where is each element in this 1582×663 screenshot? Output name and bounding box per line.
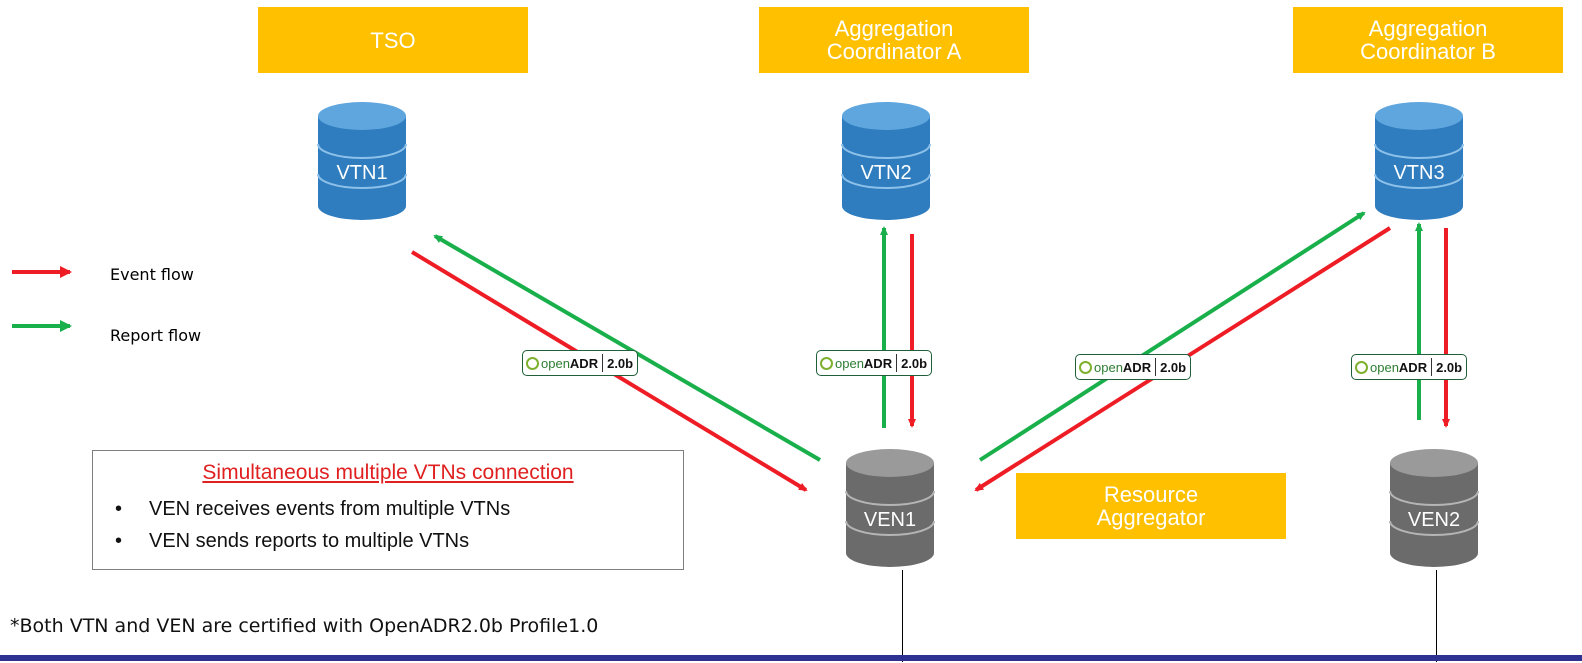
openadr-version: 2.0b — [607, 355, 634, 371]
vtn3-database: VTN3 — [1371, 98, 1467, 224]
database-icon — [1374, 102, 1464, 220]
org-resource-aggregator-line1: Resource — [1103, 482, 1199, 507]
openadr-logo-icon — [1355, 360, 1368, 374]
footnote: *Both VTN and VEN are certified with Ope… — [10, 615, 599, 637]
badge-divider — [896, 354, 898, 372]
badge-divider — [1155, 358, 1157, 376]
ven1-label: VEN1 — [863, 509, 917, 531]
openadr-version: 2.0b — [1436, 359, 1463, 375]
legend-event-label: Event flow — [110, 265, 194, 284]
vtn1-database: VTN1 — [314, 98, 410, 224]
vtn1-label: VTN1 — [336, 162, 388, 184]
openadr-logo-open: open — [835, 355, 864, 371]
org-coordinator-b-line2: Coordinator B — [1360, 39, 1496, 64]
vtn2-database: VTN2 — [838, 98, 934, 224]
openadr-logo-adr: ADR — [1398, 359, 1428, 375]
openadr-badge-vtn2: open ADR 2.0b — [816, 350, 933, 376]
database-icon — [317, 102, 407, 220]
org-tso-label: TSO — [370, 27, 416, 53]
bottom-bar — [0, 655, 1582, 661]
openadr-logo-adr: ADR — [863, 355, 893, 371]
org-coordinator-b: Aggregation Coordinator B — [1293, 7, 1563, 73]
ven1-connector-line — [902, 570, 903, 662]
openadr-logo-adr: ADR — [1122, 359, 1152, 375]
bullet-icon: • — [115, 498, 123, 520]
database-icon — [1389, 449, 1479, 567]
badge-divider — [1431, 358, 1433, 376]
note-box: Simultaneous multiple VTNs connection • V… — [92, 450, 684, 570]
database-icon — [845, 449, 935, 567]
note-item-text: VEN sends reports to multiple VTNs — [149, 530, 470, 552]
org-tso: TSO — [258, 7, 528, 73]
org-coordinator-a-line1: Aggregation — [834, 16, 954, 41]
note-title: Simultaneous multiple VTNs connection — [202, 461, 574, 484]
openadr-logo-open: open — [1370, 359, 1399, 375]
ven2-connector-line — [1436, 570, 1437, 662]
database-icon — [841, 102, 931, 220]
report-flow-ven1-vtn1 — [433, 234, 822, 462]
vtn2-label: VTN2 — [860, 162, 912, 184]
openadr-logo-open: open — [1094, 359, 1123, 375]
openadr-logo-icon — [526, 356, 539, 370]
legend-report-label: Report flow — [110, 326, 202, 345]
badge-divider — [602, 354, 604, 372]
org-resource-aggregator-line2: Aggregator — [1096, 505, 1206, 530]
note-item-text: VEN receives events from multiple VTNs — [149, 498, 511, 520]
org-coordinator-a: Aggregation Coordinator A — [759, 7, 1029, 73]
report-flow-ven1-vtn3 — [978, 211, 1366, 462]
org-coordinator-b-line1: Aggregation — [1368, 16, 1488, 41]
note-item: • VEN sends reports to multiple VTNs — [115, 530, 469, 553]
openadr-logo-adr: ADR — [569, 355, 599, 371]
openadr-logo-icon — [1079, 360, 1092, 374]
vtn3-label: VTN3 — [1393, 162, 1445, 184]
org-coordinator-a-line2: Coordinator A — [826, 39, 962, 64]
note-item: • VEN receives events from multiple VTNs — [115, 498, 510, 521]
openadr-logo-icon — [820, 356, 833, 370]
bullet-icon: • — [115, 530, 123, 552]
openadr-logo-open: open — [541, 355, 570, 371]
ven2-label: VEN2 — [1407, 509, 1461, 531]
org-resource-aggregator: Resource Aggregator — [1016, 473, 1286, 539]
openadr-badge-ven2: open ADR 2.0b — [1351, 354, 1468, 380]
openadr-version: 2.0b — [901, 355, 928, 371]
openadr-badge-vtn1: open ADR 2.0b — [522, 350, 639, 376]
openadr-version: 2.0b — [1160, 359, 1187, 375]
ven1-database: VEN1 — [842, 445, 938, 571]
ven2-database: VEN2 — [1386, 445, 1482, 571]
openadr-badge-vtn3: open ADR 2.0b — [1075, 354, 1192, 380]
